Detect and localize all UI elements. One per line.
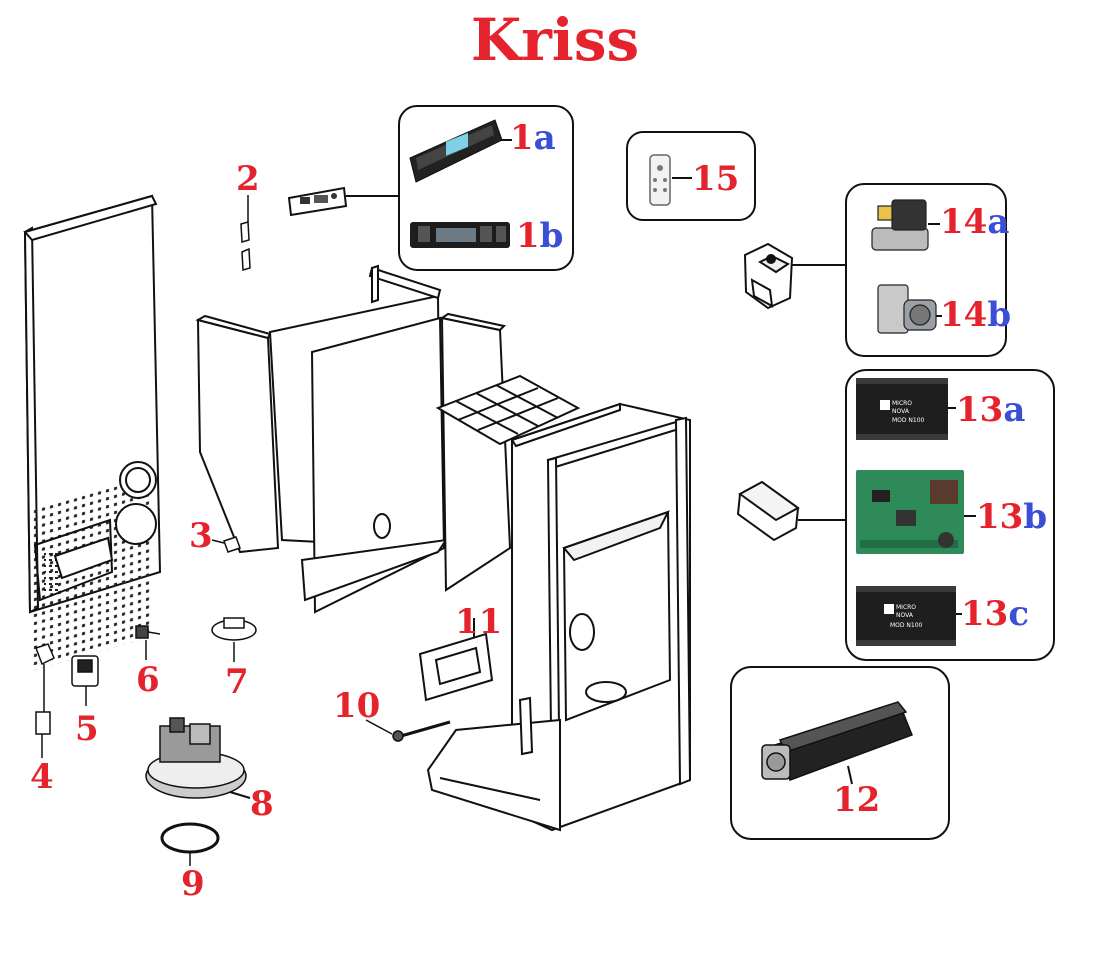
- label-6: 6: [136, 660, 160, 700]
- label-7: 7: [225, 662, 249, 702]
- part-10-igniter: [365, 719, 451, 742]
- label-9: 9: [181, 864, 205, 904]
- gear-motor-drawing: [743, 242, 847, 310]
- label-3: 3: [189, 516, 213, 556]
- label-13c-suffix: c: [1008, 594, 1030, 634]
- board-13a-brand-micro: MICRO: [892, 400, 912, 407]
- board-13c-brand-nova: NOVA: [896, 612, 914, 619]
- label-1a: 1a: [510, 121, 556, 155]
- part-3-clip: [211, 536, 241, 553]
- label-14b: 14b: [940, 298, 1011, 332]
- part-14a-gear-motor: [871, 199, 940, 251]
- label-15: 15: [692, 159, 740, 199]
- board-13c-model: MOD N100: [890, 622, 923, 629]
- part-7-thermostat: [211, 617, 257, 662]
- board-13c-brand-micro: MICRO: [896, 604, 916, 611]
- part-15-remote-control: [649, 154, 692, 206]
- label-1a-number: 1: [510, 118, 534, 158]
- label-14a-suffix: a: [987, 202, 1010, 242]
- label-14a-number: 14: [940, 202, 988, 242]
- label-1b: 1b: [516, 219, 563, 253]
- label-13c: 13c: [961, 597, 1029, 631]
- label-13a-number: 13: [956, 390, 1004, 430]
- label-13a: 13a: [956, 393, 1025, 427]
- label-1b-suffix: b: [539, 216, 564, 256]
- side-panel-right: [439, 312, 512, 592]
- label-14b-number: 14: [940, 295, 988, 335]
- part-2-clips: [240, 195, 251, 271]
- control-board-drawing: [736, 480, 847, 542]
- label-10: 10: [333, 686, 381, 726]
- label-13c-number: 13: [961, 594, 1009, 634]
- main-frame: [426, 402, 692, 832]
- label-14a: 14a: [940, 205, 1009, 239]
- label-14b-suffix: b: [987, 295, 1012, 335]
- part-13b-circuit-board: [856, 470, 976, 554]
- label-13b: 13b: [976, 500, 1047, 534]
- part-13c-control-board: MICRO NOVA MOD N100: [856, 586, 962, 646]
- part-14b-gear-motor: [877, 284, 942, 334]
- part-8-pressure-switch: [145, 717, 251, 799]
- side-panel-front: [300, 316, 449, 614]
- part-9-gasket: [160, 822, 220, 866]
- top-grille: [435, 374, 581, 446]
- part-1b-control-panel: [410, 222, 510, 248]
- label-4: 4: [30, 757, 54, 797]
- part-12-tangential-fan: [761, 701, 913, 785]
- back-panel: [23, 194, 162, 671]
- board-13a-model: MOD N100: [892, 417, 925, 424]
- side-panel-left: [195, 314, 280, 554]
- diagram-title: Kriss: [470, 6, 640, 74]
- label-1a-suffix: a: [533, 118, 556, 158]
- label-13b-suffix: b: [1023, 497, 1048, 537]
- label-2: 2: [236, 159, 260, 199]
- part-6-sensor: [135, 625, 161, 660]
- label-8: 8: [250, 784, 274, 824]
- label-13b-number: 13: [976, 497, 1024, 537]
- part-1a-control-panel: [409, 119, 512, 183]
- part-1-display-panel: [287, 186, 400, 217]
- label-1b-number: 1: [516, 216, 540, 256]
- part-11-gasket-frame: [418, 618, 494, 702]
- label-13a-suffix: a: [1003, 390, 1026, 430]
- label-5: 5: [75, 709, 99, 749]
- label-12: 12: [833, 780, 881, 820]
- part-4-power-cord: [35, 643, 55, 758]
- label-11: 11: [455, 602, 503, 642]
- part-5-switch: [71, 655, 99, 706]
- part-13a-control-board: MICRO NOVA MOD N100: [856, 378, 956, 440]
- board-13a-brand-nova: NOVA: [892, 408, 910, 415]
